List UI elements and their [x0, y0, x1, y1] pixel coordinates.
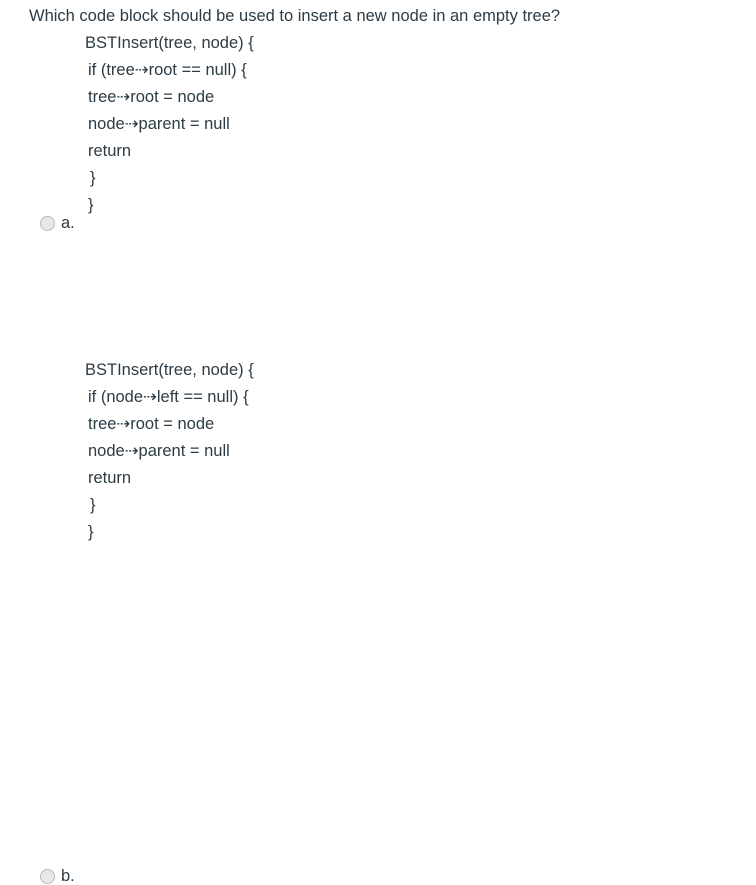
code-line: node⇢parent = null — [88, 115, 230, 133]
choice-letter-a: a. — [61, 214, 75, 232]
radio-unchecked-icon[interactable] — [40, 216, 55, 231]
code-line: BSTInsert(tree, node) { — [85, 34, 254, 52]
code-line: } — [88, 196, 94, 214]
code-line: tree⇢root = node — [88, 415, 215, 433]
code-block-b: BSTInsert(tree, node) { if (node⇢left ==… — [85, 357, 254, 546]
code-line: } — [88, 523, 94, 541]
code-line: } — [90, 169, 96, 187]
code-line: tree⇢root = node — [88, 88, 215, 106]
code-line: return — [88, 142, 132, 160]
code-line: if (tree⇢root == null) { — [88, 61, 247, 79]
code-line: } — [90, 496, 96, 514]
code-line: return — [88, 469, 132, 487]
radio-unchecked-icon[interactable] — [40, 869, 55, 884]
code-line: node⇢parent = null — [88, 442, 230, 460]
choice-marker-b[interactable]: b. — [40, 868, 75, 885]
choice-letter-b: b. — [61, 867, 75, 885]
question-stem: Which code block should be used to inser… — [29, 7, 561, 25]
choice-marker-a[interactable]: a. — [40, 215, 75, 232]
code-block-a: BSTInsert(tree, node) { if (tree⇢root ==… — [85, 30, 254, 219]
code-line: if (node⇢left == null) { — [88, 388, 249, 406]
code-line: BSTInsert(tree, node) { — [85, 361, 254, 379]
